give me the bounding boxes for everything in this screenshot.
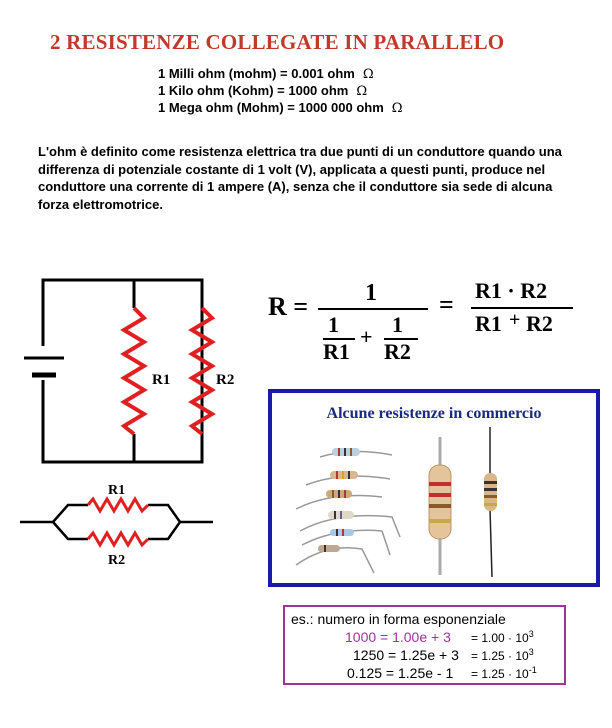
resistor-r2-symbol <box>188 306 216 436</box>
parallel-circuit-diagram: R1 R2 <box>24 278 234 464</box>
large-resistor-icon <box>428 437 452 575</box>
right-fraction-bar <box>471 307 573 309</box>
formula-plus: + <box>360 324 373 349</box>
formula-one-a: 1 <box>328 312 339 337</box>
omega-icon: Ω <box>362 67 374 82</box>
formula-one-b: 1 <box>392 312 403 337</box>
parallel-resistance-formula: R = 1 1 R1 + 1 R2 = R1 · R2 R1 + R2 <box>268 276 588 376</box>
formula-r1: R1 <box>323 339 350 364</box>
fraction-bar-r2 <box>384 338 418 340</box>
commercial-resistors-box: Alcune resistenze in commercio <box>268 389 600 587</box>
unit-text: 1 Kilo ohm (Kohm) = 1000 ohm <box>158 83 349 98</box>
compact-r2-label: R2 <box>108 553 125 568</box>
compact-wires <box>20 503 213 541</box>
resistors-photo <box>295 427 497 577</box>
circuit-wires <box>41 278 204 464</box>
formula-r2: R2 <box>384 339 411 364</box>
exponential-notation-box: es.: numero in forma esponenziale 1000 =… <box>283 605 566 685</box>
expo-row-2-right: = 1.25 · 103 <box>471 647 534 664</box>
formula-sum-plus: + <box>509 309 521 331</box>
expo-row-2-left: 1250 = 1.25e + 3 <box>353 647 459 663</box>
expo-row-1-left: 1000 = 1.00e + 3 <box>345 629 451 645</box>
formula-sum-r2: R2 <box>526 311 553 336</box>
unit-row-milli: 1 Milli ohm (mohm) = 0.001 ohm Ω <box>158 66 403 83</box>
formula-equals: = <box>439 290 454 319</box>
vertical-resistor-icon <box>484 427 497 577</box>
compact-resistor-r2-symbol <box>86 530 150 548</box>
formula-numerator-one: 1 <box>365 280 377 306</box>
unit-text: 1 Milli ohm (mohm) = 0.001 ohm <box>158 66 355 81</box>
compact-resistor-r1-symbol <box>86 496 150 514</box>
page-title: 2 RESISTENZE COLLEGATE IN PARALLELO <box>50 30 505 54</box>
expo-row-1-right: = 1.00 · 103 <box>471 629 534 646</box>
compact-parallel-diagram: R1 R2 <box>20 483 213 568</box>
small-resistors-group <box>295 448 401 574</box>
compact-r1-label: R1 <box>108 483 125 498</box>
unit-row-kilo: 1 Kilo ohm (Kohm) = 1000 ohm Ω <box>158 83 403 100</box>
battery-icon <box>24 356 64 378</box>
main-fraction-bar <box>318 308 428 310</box>
ohm-definition: L'ohm è definito come resistenza elettri… <box>38 144 562 212</box>
formula-sum-r1: R1 <box>475 311 502 336</box>
r1-label: R1 <box>152 372 170 388</box>
omega-icon: Ω <box>356 84 368 99</box>
formula-lhs: R = <box>268 292 309 321</box>
formula-product: R1 · R2 <box>475 278 548 303</box>
r2-label: R2 <box>216 372 234 388</box>
expo-row-3-right: = 1.25 · 10-1 <box>471 665 537 682</box>
unit-row-mega: 1 Mega ohm (Mohm) = 1000 000 ohm Ω <box>158 100 403 117</box>
expo-heading: es.: numero in forma esponenziale <box>291 611 506 627</box>
omega-icon: Ω <box>391 101 403 116</box>
fraction-bar-r1 <box>323 338 355 340</box>
commercial-resistors-title: Alcune resistenze in commercio <box>326 405 542 422</box>
unit-text: 1 Mega ohm (Mohm) = 1000 000 ohm <box>158 100 384 115</box>
resistor-r1-symbol <box>120 306 148 436</box>
expo-row-3-left: 0.125 = 1.25e - 1 <box>347 665 454 681</box>
